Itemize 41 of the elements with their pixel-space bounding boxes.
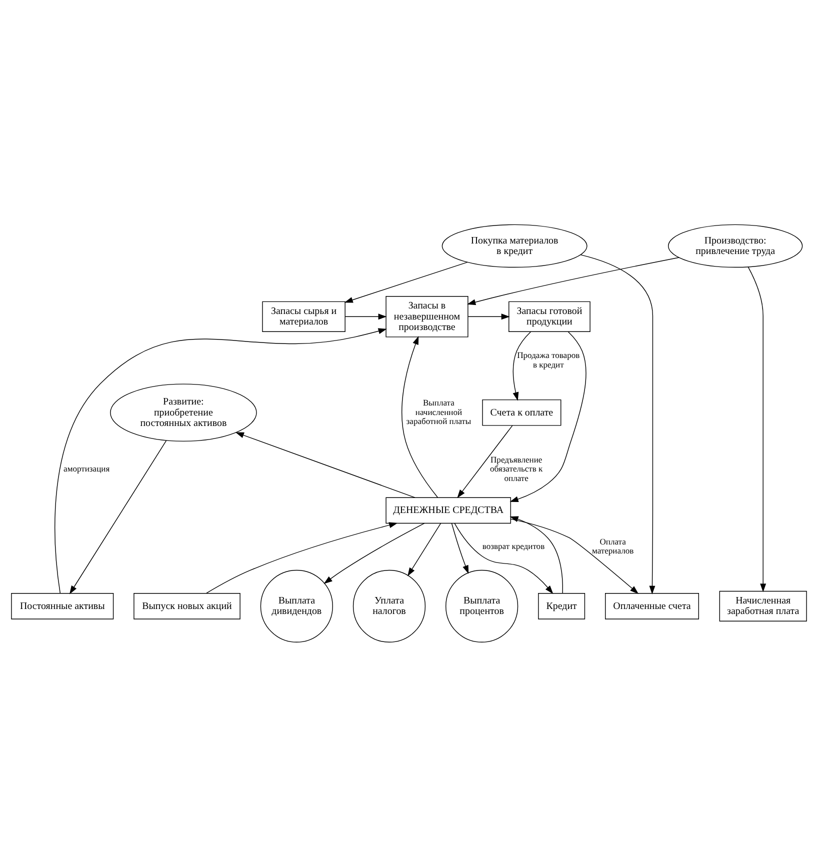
arrow [467, 256, 680, 305]
arrow [580, 254, 656, 594]
node-box: Запасы сырья и материалов [262, 300, 346, 332]
arrow [457, 424, 513, 498]
node-box: Кредит [538, 592, 586, 619]
arrow [748, 266, 766, 592]
node-box: Запасы готовой продукции [508, 300, 590, 332]
node-ellipse: Покупка материалов в кредит [442, 224, 588, 268]
arrow [344, 313, 387, 320]
edge-label: Продажа товаров в кредит [517, 350, 580, 369]
arrow [510, 330, 586, 502]
arrow [510, 516, 564, 594]
node-box: Запасы в незавершенном производстве [386, 296, 468, 337]
node-box: ДЕНЕЖНЫЕ СРЕДСТВА [386, 496, 511, 524]
node-box: Оплаченные счета [605, 592, 699, 619]
node-circle: Выплата процентов [446, 569, 518, 642]
arrow [54, 328, 387, 594]
edge-label: Выплата начисленной заработной платы [406, 397, 472, 426]
arrow [324, 522, 425, 584]
node-box: Счета к оплате [482, 398, 562, 426]
arrow [69, 440, 167, 594]
node-box: Постоянные активы [11, 592, 114, 619]
arrow [454, 522, 554, 594]
arrow [451, 522, 469, 574]
arrow [235, 432, 416, 498]
arrow [512, 330, 532, 400]
arrow [344, 261, 468, 302]
node-box: Выпуск новых акций [134, 592, 240, 619]
node-ellipse: Производство: привлечение труда [668, 224, 803, 268]
edge-label: возврат кредитов [482, 540, 545, 550]
node-ellipse: Развитие: приобретение постоянных активов [110, 383, 257, 442]
arrow [468, 313, 510, 320]
edge-label: Оплата материалов [592, 536, 634, 556]
arrow [402, 335, 438, 498]
node-circle: Уплата налогов [352, 569, 426, 642]
arrow [408, 522, 442, 576]
edge-label: Предъявление обязательств к оплате [490, 454, 543, 482]
edge-label: амортизация [64, 463, 110, 474]
arrow [206, 522, 398, 594]
node-box: Начисленная заработная плата [719, 590, 807, 621]
arrow [510, 518, 639, 594]
